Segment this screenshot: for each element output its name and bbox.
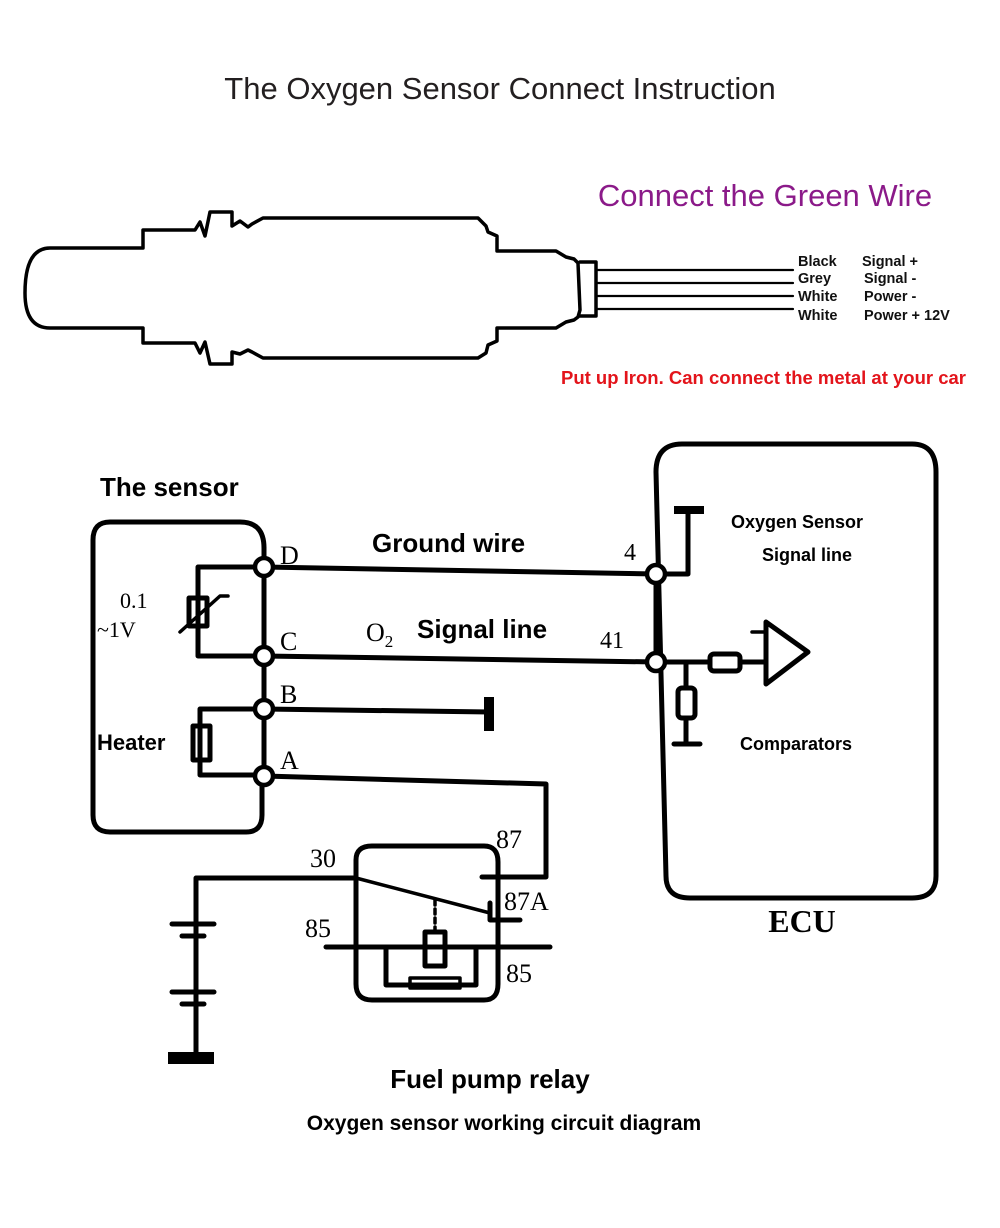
relay-box	[353, 843, 501, 1003]
terminal-d-label: D	[280, 541, 299, 570]
wire-function-1: Signal -	[864, 271, 917, 287]
wire-color-3: White	[798, 308, 837, 324]
heater-resistor	[190, 723, 213, 763]
voltage-top-label: 0.1	[120, 588, 148, 613]
pulldown-resistor	[675, 685, 698, 721]
terminal-d	[252, 555, 276, 579]
terminal-b	[252, 697, 276, 721]
ground-wire	[261, 564, 659, 577]
signal-wire	[261, 653, 659, 665]
wire-function-0: Signal +	[862, 254, 918, 270]
variable-arrow-icon	[178, 594, 230, 634]
connect-green-wire-heading: Connect the Green Wire	[598, 178, 932, 213]
relay-pin-85-right: 85	[506, 959, 532, 988]
terminal-b-label: B	[280, 680, 297, 709]
wire-function-2: Power -	[864, 289, 917, 305]
ecu-box	[653, 441, 939, 901]
relay-coil-loop	[383, 944, 479, 988]
wire-legend: Black Signal + Grey Signal - White Power…	[798, 254, 950, 324]
sensor-label: The sensor	[100, 472, 239, 502]
relay-contact-arm	[354, 876, 492, 915]
ground-symbol-icon	[484, 697, 494, 731]
input-resistor	[707, 651, 743, 674]
relay-pin-30: 30	[310, 844, 336, 873]
comparator-icon	[763, 619, 811, 687]
ecu-oxygen-label: Oxygen Sensor	[731, 512, 863, 532]
heater-power-wire	[261, 773, 549, 880]
signal-line-label: Signal line	[417, 614, 547, 644]
terminal-c-label: C	[280, 627, 297, 656]
comparators-label: Comparators	[740, 734, 852, 754]
b-ground-wire	[261, 706, 493, 715]
sensor-body-outline	[23, 210, 598, 366]
ground-wire-label: Ground wire	[372, 528, 525, 558]
wire-color-0: Black	[798, 254, 838, 270]
heater-branch	[197, 706, 267, 778]
ecu-signal-line-label: Signal line	[762, 545, 852, 565]
ecu-pin-41	[644, 650, 668, 674]
ecu-pin-4	[644, 562, 668, 586]
sensor-wires	[594, 268, 795, 311]
page-title: The Oxygen Sensor Connect Instruction	[224, 71, 775, 106]
wire-function-3: Power + 12V	[864, 308, 950, 324]
ecu-pin-4-label: 4	[624, 540, 636, 566]
relay-pin-85-left: 85	[305, 914, 331, 943]
battery-icon	[168, 921, 217, 1064]
relay-pin-87: 87	[496, 825, 522, 854]
voltage-bottom-label: ~1V	[97, 617, 136, 642]
terminal-c	[252, 644, 276, 668]
relay-coil	[422, 929, 448, 969]
terminal-a-label: A	[280, 746, 299, 775]
wire-color-1: Grey	[798, 271, 831, 287]
ecu-pin-41-label: 41	[600, 628, 624, 654]
heater-label: Heater	[97, 730, 166, 755]
sensor-box	[90, 519, 267, 835]
relay-diode	[408, 976, 462, 990]
iron-note: Put up Iron. Can connect the metal at yo…	[561, 367, 966, 388]
battery-feed-wire	[193, 875, 359, 1011]
ecu-ground-symbol-icon	[674, 506, 704, 514]
diagram-caption: Oxygen sensor working circuit diagram	[307, 1112, 701, 1135]
pulldown-ground-icon	[671, 715, 703, 747]
relay-pin-87a: 87A	[504, 887, 549, 916]
contact-87a	[487, 900, 523, 923]
terminal-a	[252, 764, 276, 788]
element-branch	[195, 564, 267, 659]
o2-label: O2	[366, 618, 393, 651]
relay-label: Fuel pump relay	[390, 1064, 590, 1094]
wire-color-2: White	[798, 289, 837, 305]
sensing-element	[186, 595, 210, 629]
ecu-label: ECU	[768, 903, 836, 939]
